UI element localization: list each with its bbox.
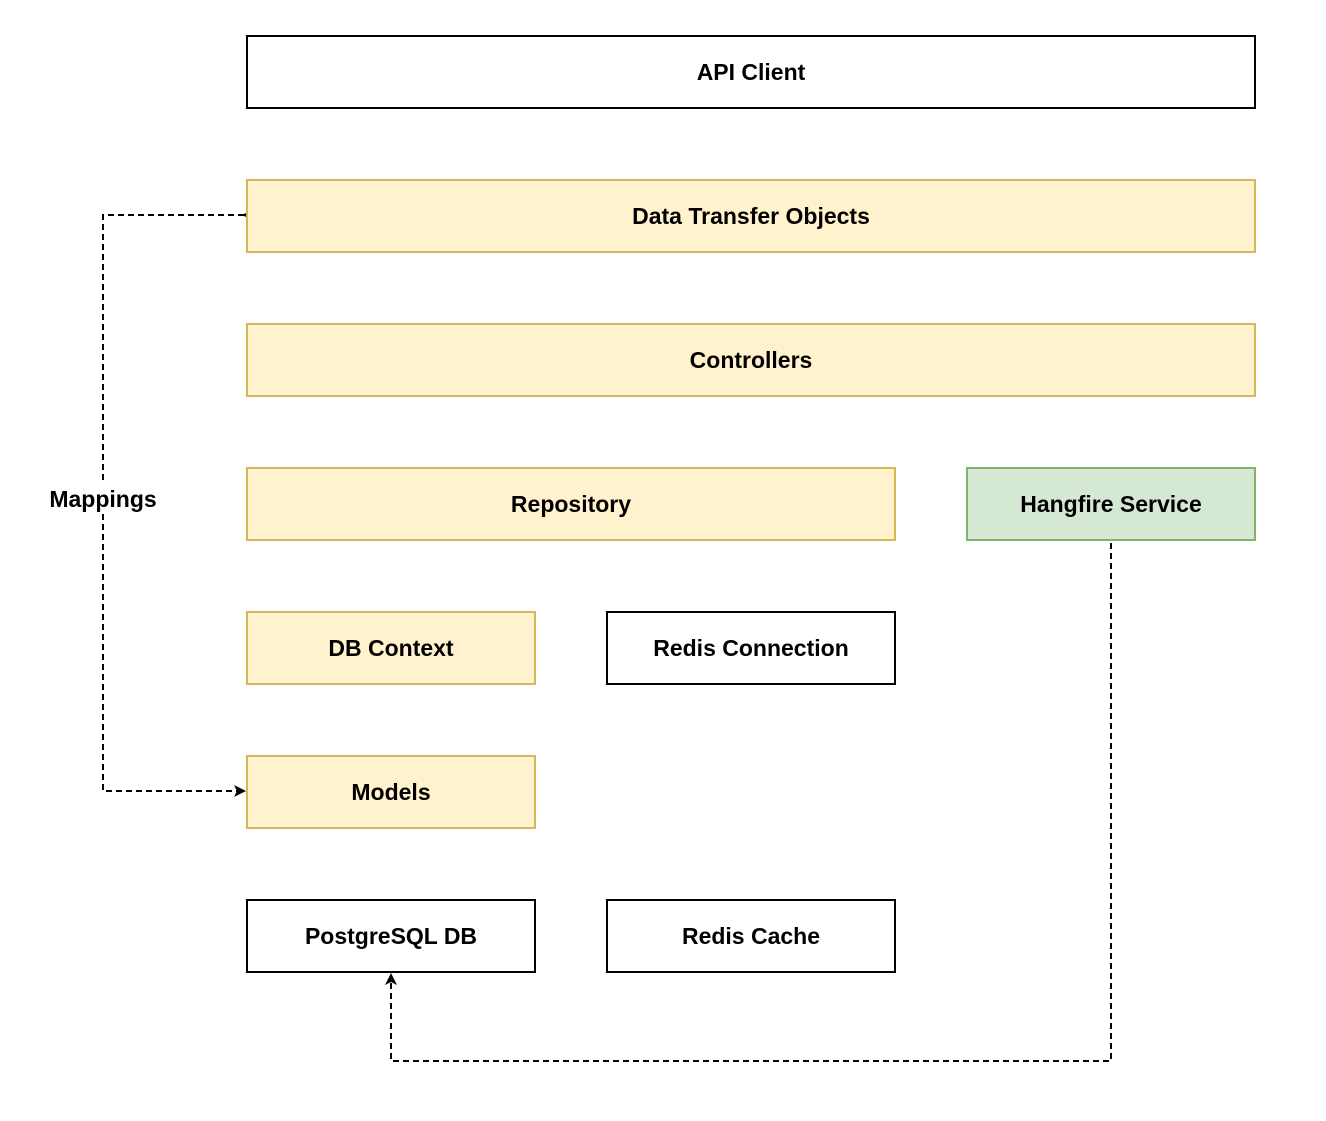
api-client-node: API Client [246, 35, 1256, 109]
postgresql-db-node: PostgreSQL DB [246, 899, 536, 973]
mappings-connector [102, 209, 254, 797]
controllers-node: Controllers [246, 323, 1256, 397]
hangfire-postgres-connector [385, 543, 1112, 1062]
db-context-node: DB Context [246, 611, 536, 685]
dto-node: Data Transfer Objects [246, 179, 1256, 253]
models-node: Models [246, 755, 536, 829]
hangfire-service-node: Hangfire Service [966, 467, 1256, 541]
redis-cache-node: Redis Cache [606, 899, 896, 973]
redis-connection-node: Redis Connection [606, 611, 896, 685]
repository-node: Repository [246, 467, 896, 541]
mappings-label: Mappings [40, 484, 166, 514]
